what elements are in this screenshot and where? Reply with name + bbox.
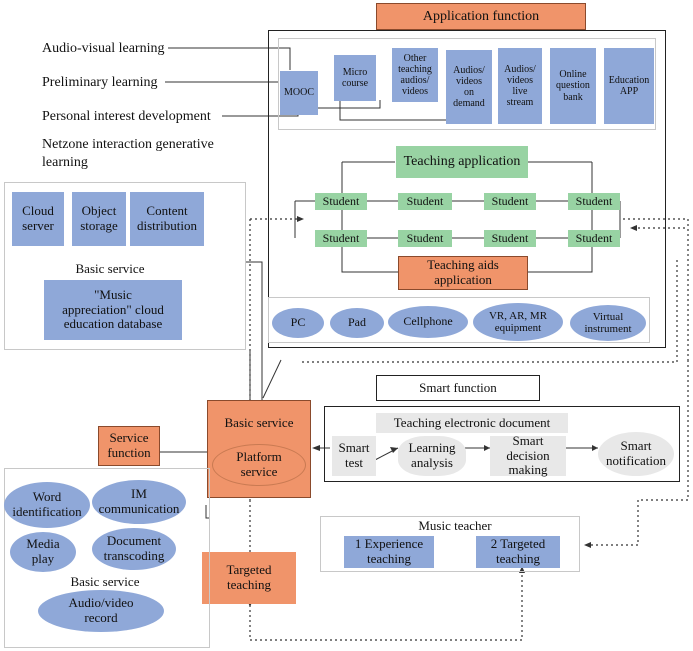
music-appreciation-database: "Music appreciation" cloud education dat…	[44, 280, 182, 340]
learning-analysis: Learning analysis	[398, 436, 466, 476]
basic-service-bottom-panel	[4, 468, 210, 648]
experience-teaching: 1 Experience teaching	[344, 536, 434, 568]
im-communication: IM communication	[92, 480, 186, 524]
device-panel	[268, 297, 650, 343]
basic-service-bottom-label: Basic service	[70, 573, 140, 589]
student-node: Student	[398, 230, 452, 247]
cloud-server: Cloud server	[12, 192, 64, 246]
smart-function-frame	[324, 406, 680, 482]
device-cellphone: Cellphone	[388, 306, 468, 338]
resource-videos-on-demand: Audios/ videos on demand	[446, 50, 492, 124]
basic-service-platform: Basic service	[224, 414, 294, 430]
targeted-teaching: Targeted teaching	[202, 552, 296, 604]
smart-notification: Smart notification	[598, 432, 674, 476]
resource-other-teaching-videos: Other teaching audios/ videos	[392, 48, 438, 102]
student-node: Student	[398, 193, 452, 210]
label-preliminary-learning: Preliminary learning	[42, 75, 158, 90]
basic-service-top-panel	[4, 182, 246, 350]
label-audio-visual-learning: Audio-visual learning	[42, 41, 165, 56]
smart-decision-making: Smart decision making	[490, 433, 566, 477]
word-identification: Word identification	[4, 482, 90, 528]
resource-videos-live-stream: Audios/ videos live stream	[498, 48, 542, 124]
student-node: Student	[484, 193, 536, 210]
resource-micro-course: Micro course	[334, 55, 376, 101]
smart-test: Smart test	[332, 436, 376, 476]
teaching-application: Teaching application	[396, 146, 528, 178]
teaching-electronic-document: Teaching electronic document	[376, 413, 568, 433]
document-transcoding: Document transcoding	[92, 528, 176, 570]
device-virtual-instrument: Virtual instrument	[570, 305, 646, 341]
application-function-title: Application function	[376, 3, 586, 30]
student-node: Student	[315, 230, 367, 247]
device-pc: PC	[272, 308, 324, 338]
label-personal-interest-development: Personal interest development	[42, 109, 211, 124]
resource-education-app: Education APP	[604, 48, 654, 124]
resource-online-question-bank: Online question bank	[550, 48, 596, 124]
teaching-aids-application: Teaching aids application	[398, 256, 528, 290]
application-function-frame	[268, 30, 666, 348]
content-distribution: Content distribution	[130, 192, 204, 246]
student-node: Student	[315, 193, 367, 210]
audio-video-record: Audio/video record	[38, 590, 164, 632]
service-function: Service function	[98, 426, 160, 466]
media-play: Media play	[10, 532, 76, 572]
smart-function-title: Smart function	[376, 375, 540, 401]
student-node: Student	[568, 230, 620, 247]
music-teacher-title: Music teacher	[418, 517, 492, 533]
targeted-teaching-teacher: 2 Targeted teaching	[476, 536, 560, 568]
device-vr-ar-mr-equipment: VR, AR, MR equipment	[473, 303, 563, 341]
object-storage: Object storage	[72, 192, 126, 246]
student-node: Student	[568, 193, 620, 210]
basic-service-top-label: Basic service	[75, 260, 145, 276]
resource-panel	[278, 38, 656, 130]
device-pad: Pad	[330, 308, 384, 338]
label-netzone-interaction-learning: Netzone interaction generative learning	[42, 137, 214, 170]
resource-mooc: MOOC	[280, 71, 318, 115]
student-node: Student	[484, 230, 536, 247]
music-teacher-panel	[320, 516, 580, 572]
platform-service: Platform service	[212, 444, 306, 486]
